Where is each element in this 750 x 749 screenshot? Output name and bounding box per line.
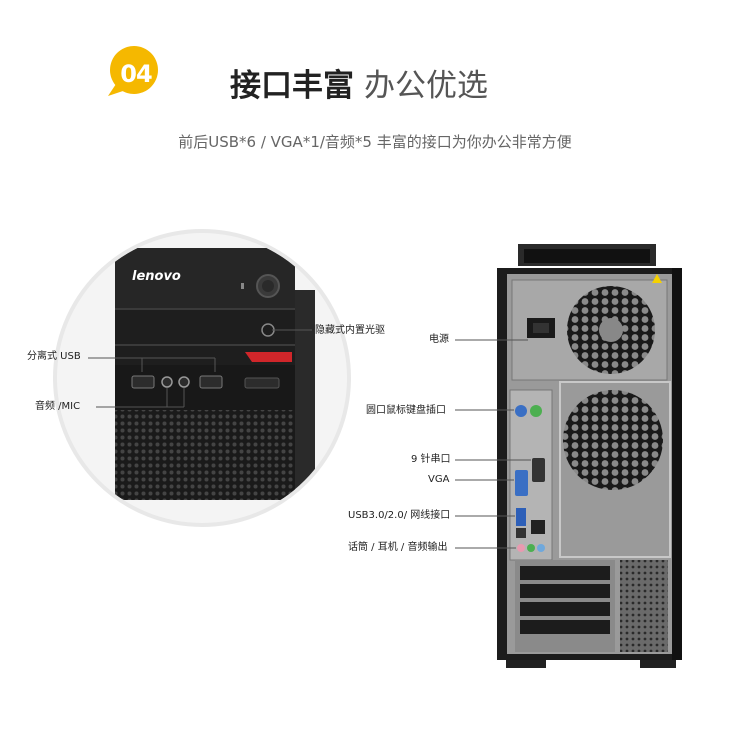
vga-port — [515, 470, 528, 496]
section-badge-icon — [108, 46, 158, 96]
front-panel-zoom: lenovo — [53, 229, 351, 527]
audio-mic-jack — [517, 544, 525, 552]
title-light: 办公优选 — [364, 68, 488, 104]
label-ps2: 圆口鼠标键盘插口 — [366, 405, 446, 416]
label-power: 电源 — [429, 334, 449, 345]
page-title: 接口丰富办公优选 — [230, 66, 488, 106]
audio-headphone-jack — [527, 544, 535, 552]
label-optical-drive: 隐藏式内置光驱 — [315, 325, 385, 336]
front-audio-jack-1 — [161, 376, 173, 388]
case-fan-grill — [563, 390, 663, 490]
usb3-port — [516, 508, 526, 526]
serial-port — [532, 458, 545, 482]
brand-logo: lenovo — [132, 269, 181, 284]
ps2-keyboard-port — [515, 405, 527, 417]
front-usb-port-2 — [199, 375, 223, 389]
rear-tower — [497, 244, 682, 668]
eject-bar — [245, 352, 292, 362]
label-usb-lan: USB3.0/2.0/ 网线接口 — [348, 510, 451, 521]
page-subtitle: 前后USB*6 / VGA*1/音频*5 丰富的接口为你办公非常方便 — [178, 133, 572, 151]
label-front-audio: 音频 /MIC — [35, 401, 81, 412]
label-serial: 9 针串口 — [411, 454, 451, 465]
title-strong: 接口丰富 — [230, 68, 354, 104]
section-number: 04 — [120, 60, 152, 88]
label-vga: VGA — [428, 474, 450, 485]
front-usb-port-1 — [131, 375, 155, 389]
ps2-mouse-port — [530, 405, 542, 417]
lan-port — [531, 520, 545, 534]
label-front-usb: 分离式 USB — [27, 351, 81, 362]
audio-line-jack — [537, 544, 545, 552]
front-audio-jack-2 — [178, 376, 190, 388]
label-audio-out: 话筒 / 耳机 / 音频输出 — [348, 542, 448, 553]
